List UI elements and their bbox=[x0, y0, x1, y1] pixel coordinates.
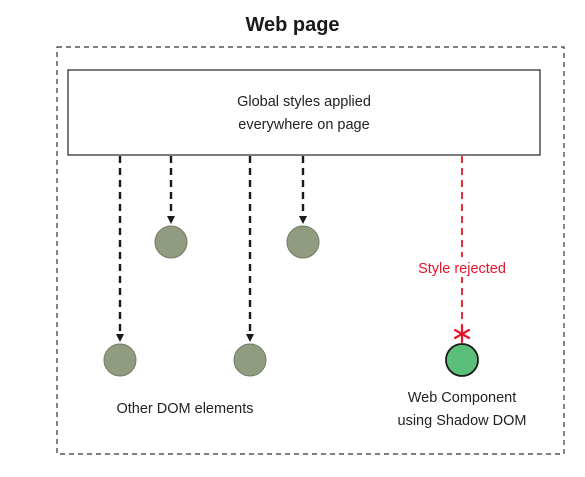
web-page-boundary bbox=[56, 46, 565, 455]
dom-element-node-3 bbox=[103, 343, 137, 377]
diagram-title: Web page bbox=[245, 14, 340, 36]
dom-element-node-1 bbox=[154, 225, 188, 259]
global-styles-box bbox=[67, 69, 541, 156]
web-component-label-line-1: Web Component bbox=[408, 390, 517, 406]
global-styles-line-1: Global styles applied bbox=[237, 94, 371, 110]
other-dom-elements-label: Other DOM elements bbox=[117, 401, 254, 417]
dom-element-node-4 bbox=[233, 343, 267, 377]
global-styles-line-2: everywhere on page bbox=[238, 117, 369, 133]
rejection-asterisk-icon bbox=[453, 324, 471, 344]
dom-element-node-2 bbox=[286, 225, 320, 259]
rejected-label-bg bbox=[404, 257, 522, 277]
web-component-node bbox=[445, 343, 479, 377]
web-component-label-line-2: using Shadow DOM bbox=[398, 413, 527, 429]
style-rejected-label: Style rejected bbox=[418, 261, 506, 277]
